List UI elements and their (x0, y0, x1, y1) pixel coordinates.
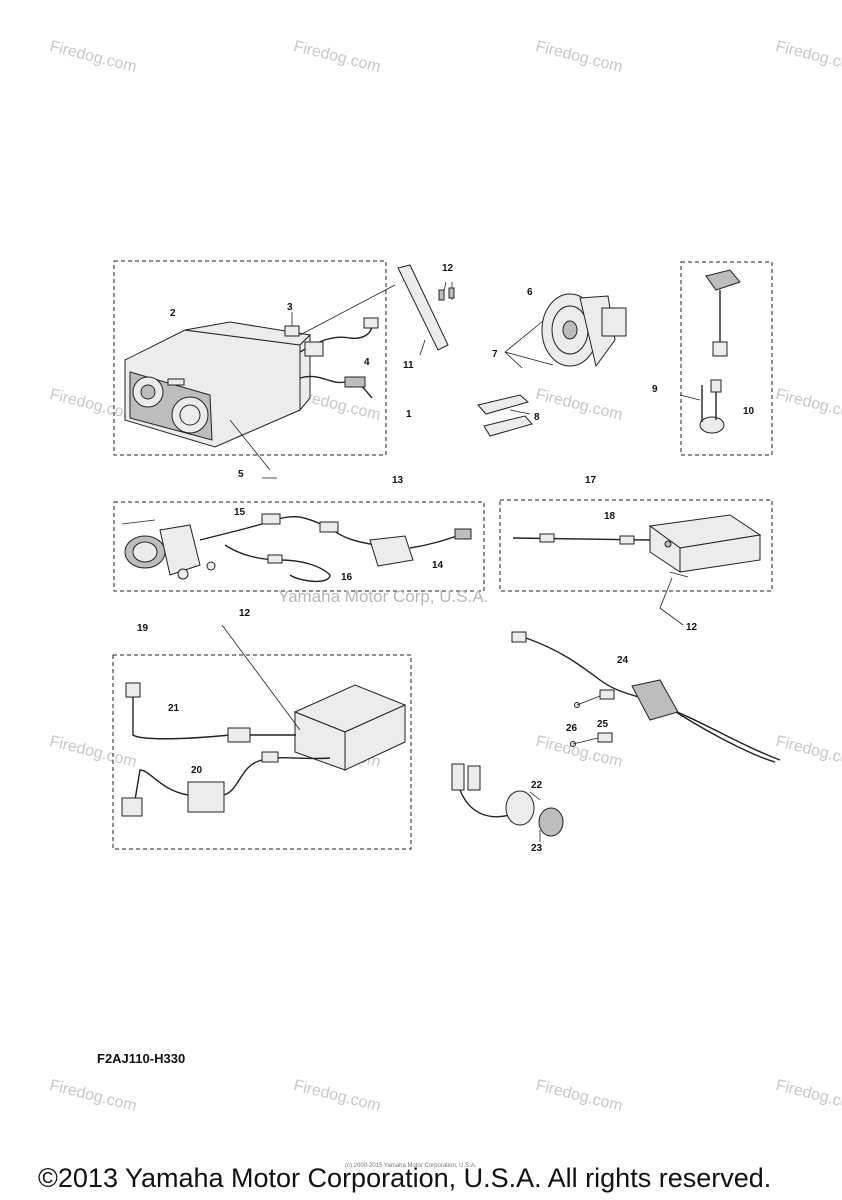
callout-12-top: 12 (442, 263, 454, 274)
part-24-cable-assembly (511, 631, 781, 763)
part-13-remote (121, 519, 216, 580)
group-box-antenna (680, 261, 773, 456)
part-12-screws (438, 281, 455, 301)
center-watermark: Yamaha Motor Corp, U.S.A. (278, 587, 489, 606)
footer-small-note: (c) 2000-2015 Yamaha Motor Corporation, … (345, 1163, 477, 1169)
callout-26: 26 (566, 723, 578, 734)
callout-12-module: 12 (239, 608, 251, 619)
part-19-module (221, 624, 407, 771)
callout-7: 7 (492, 349, 498, 360)
part-10-antenna (679, 269, 741, 434)
diagram-code: F2AJ110-H330 (97, 1051, 186, 1066)
callout-9: 9 (652, 384, 658, 395)
part-14-switch (369, 528, 472, 567)
part-3-nut (284, 312, 300, 337)
part-18-cable (512, 533, 651, 545)
part-22-meter (451, 763, 564, 842)
callout-1: 1 (406, 409, 412, 420)
group-box-amplifier (499, 499, 773, 592)
callout-14: 14 (432, 560, 444, 571)
callout-17: 17 (585, 475, 597, 486)
part-21-cable (125, 682, 296, 743)
part-4-harness (299, 317, 379, 399)
callout-19: 19 (137, 623, 149, 634)
callout-3: 3 (287, 302, 293, 313)
callout-25: 25 (597, 719, 609, 730)
group-box-module (112, 654, 412, 850)
part-11-bracket (299, 264, 449, 356)
callout-15: 15 (234, 507, 246, 518)
callout-20: 20 (191, 765, 203, 776)
callout-6: 6 (527, 287, 533, 298)
part-12-screw-amp (659, 577, 684, 626)
part-25-bracket (597, 689, 615, 743)
callout-10: 10 (743, 406, 755, 417)
callout-4: 4 (364, 357, 370, 368)
part-8-bracket (477, 394, 533, 437)
callout-22: 22 (531, 780, 543, 791)
part-20-filter (121, 751, 331, 817)
part-6-speaker (541, 293, 627, 368)
callout-23: 23 (531, 843, 543, 854)
part-7-screws (504, 320, 554, 369)
callout-8: 8 (534, 412, 540, 423)
callout-21: 21 (168, 703, 180, 714)
callout-2: 2 (170, 308, 176, 319)
stereo-head-unit (124, 321, 312, 448)
part-17-amplifier (648, 514, 762, 578)
callout-18: 18 (604, 511, 616, 522)
callout-13: 13 (392, 475, 404, 486)
group-box-remote (113, 501, 485, 592)
callout-5: 5 (238, 469, 244, 480)
part-16-cable (224, 544, 331, 583)
callout-16: 16 (341, 572, 353, 583)
part-26-screws (570, 695, 601, 747)
callout-11: 11 (403, 360, 414, 371)
copyright-notice: ©2013 Yamaha Motor Corporation, U.S.A. A… (38, 1163, 772, 1193)
part-5-screw (229, 419, 277, 479)
group-box-stereo (113, 260, 387, 456)
callout-24: 24 (617, 655, 629, 666)
part-15-cable (199, 513, 376, 546)
callout-12-amp: 12 (686, 622, 698, 633)
